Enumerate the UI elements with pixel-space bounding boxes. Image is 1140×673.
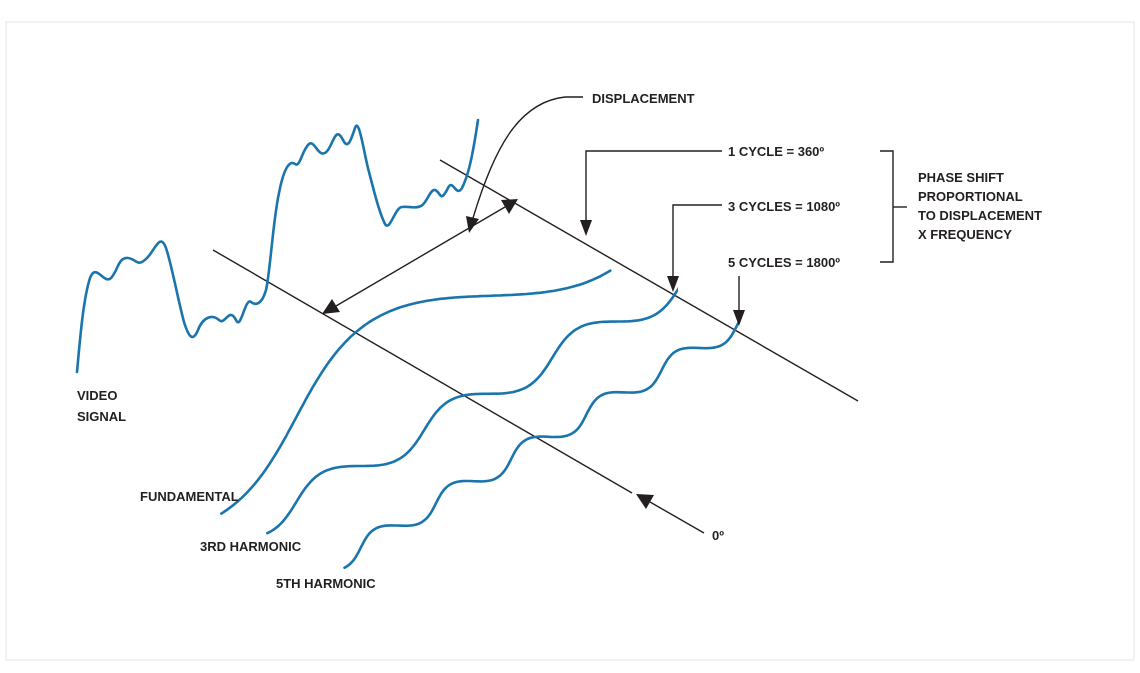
- video-signal-label-line: VIDEO: [77, 388, 117, 403]
- one-cycle-label: 1 CYCLE = 360º: [728, 144, 824, 159]
- phase-shift-label-line: PHASE SHIFT: [918, 170, 1004, 185]
- video-signal-label-line: SIGNAL: [77, 409, 126, 424]
- video-signal-label: VIDEO SIGNAL: [77, 388, 126, 424]
- five-cycles-leader-arrow: [733, 276, 745, 326]
- phase-shift-bracket: [880, 150, 907, 263]
- displacement-label: DISPLACEMENT: [592, 91, 695, 106]
- third-harmonic-waveform: [266, 286, 678, 535]
- one-cycle-leader-arrow: [580, 150, 722, 236]
- fifth-harmonic-waveform: [343, 317, 740, 569]
- phase-shift-label-line: PROPORTIONAL: [918, 189, 1023, 204]
- displacement-callout-arrow: [466, 96, 583, 233]
- three-cycles-leader-arrow: [667, 204, 722, 292]
- zero-degree-arrow: [636, 494, 705, 534]
- phase-shift-label: PHASE SHIFT PROPORTIONAL TO DISPLACEMENT…: [918, 170, 1046, 242]
- zero-degree-label: 0º: [712, 528, 724, 543]
- delayed-reference-line: [439, 159, 859, 402]
- third-harmonic-label: 3RD HARMONIC: [200, 539, 302, 554]
- fundamental-waveform: [220, 269, 612, 515]
- displacement-double-arrow: [322, 199, 518, 314]
- phase-shift-label-line: TO DISPLACEMENT: [918, 208, 1042, 223]
- three-cycles-label: 3 CYCLES = 1080º: [728, 199, 840, 214]
- zero-phase-line: [212, 249, 633, 494]
- five-cycles-label: 5 CYCLES = 1800º: [728, 255, 840, 270]
- phase-shift-label-line: X FREQUENCY: [918, 227, 1012, 242]
- fundamental-label: FUNDAMENTAL: [140, 489, 239, 504]
- fifth-harmonic-label: 5TH HARMONIC: [276, 576, 376, 591]
- video-signal-waveform: [75, 118, 480, 374]
- figure-frame: [5, 21, 1135, 661]
